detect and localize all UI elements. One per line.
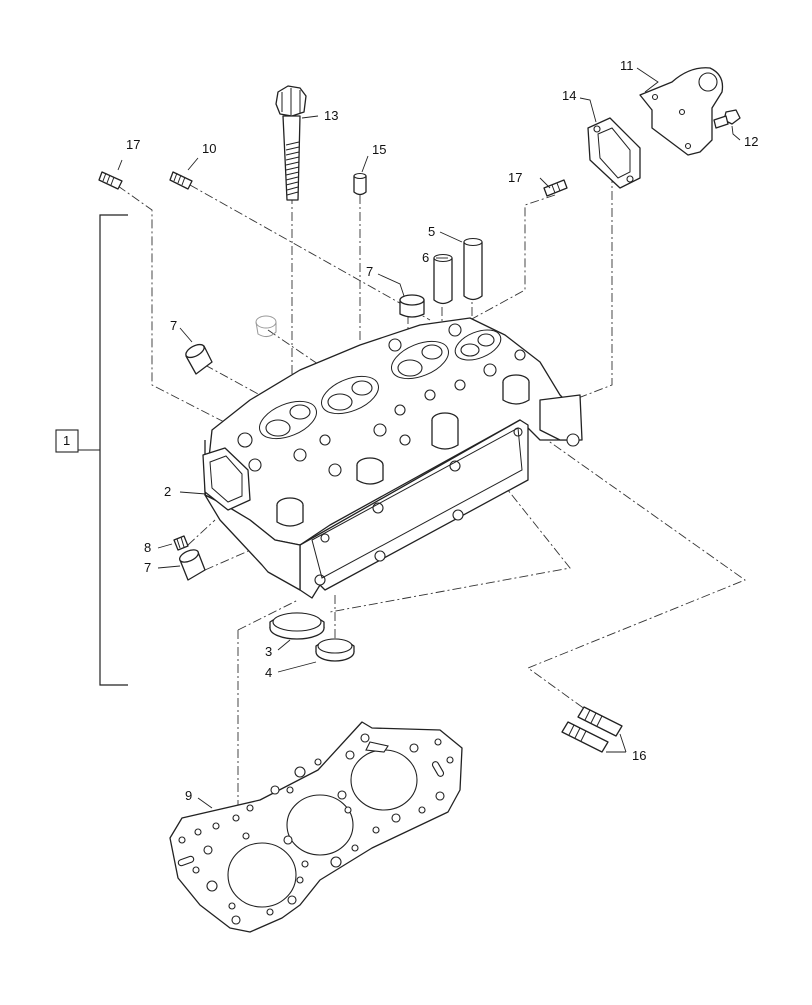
- callout-6: 6: [422, 250, 429, 265]
- gasket-holes: [177, 733, 454, 925]
- callout-7-bottom: 7: [144, 560, 151, 575]
- head-bolt: [275, 85, 307, 201]
- callout-4: 4: [265, 665, 272, 680]
- callout-17-right: 17: [508, 170, 522, 185]
- callout-16: 16: [632, 748, 646, 763]
- studs-16: [561, 706, 623, 753]
- plug-7-bottom: [178, 549, 206, 581]
- valve-seat-4: [315, 638, 355, 662]
- callout-13: 13: [324, 108, 338, 123]
- callout-15: 15: [372, 142, 386, 157]
- deck-ports: [237, 323, 526, 477]
- lifting-plate: [639, 67, 724, 156]
- stud-right-17: [543, 179, 568, 197]
- plate-bolt: [713, 109, 741, 129]
- plug-7-top: [399, 294, 425, 318]
- pin-5: [463, 237, 483, 301]
- assembly-bracket: [55, 214, 128, 686]
- callout-12: 12: [744, 134, 758, 149]
- callout-7-left: 7: [170, 318, 177, 333]
- callout-11: 11: [620, 58, 634, 73]
- pin-6: [433, 253, 453, 305]
- callout-10: 10: [202, 141, 216, 156]
- plug-7-left: [185, 343, 213, 375]
- callout-8: 8: [144, 540, 151, 555]
- head-gasket: [169, 721, 463, 933]
- ghost-plug: [255, 315, 277, 338]
- stud-left-17: [98, 171, 123, 190]
- callout-2: 2: [164, 484, 171, 499]
- callout-17-left: 17: [126, 137, 140, 152]
- leader-lines: [117, 67, 741, 809]
- callout-1: 1: [63, 433, 70, 448]
- stud-10: [169, 171, 193, 190]
- callout-labels: 1 2 3 4 5 6 7 7 7 8 9 10 11 12 13 14 15 …: [63, 58, 758, 803]
- valve-seat-3: [269, 612, 325, 640]
- callout-7-top: 7: [366, 264, 373, 279]
- callout-9: 9: [185, 788, 192, 803]
- valve-bosses: [276, 374, 530, 527]
- callout-5: 5: [428, 224, 435, 239]
- callout-3: 3: [265, 644, 272, 659]
- callout-14: 14: [562, 88, 576, 103]
- fitting-8: [173, 535, 189, 551]
- outlet-gasket: [587, 117, 641, 189]
- cylinder-head: [202, 317, 583, 599]
- dowel-pin: [353, 172, 367, 196]
